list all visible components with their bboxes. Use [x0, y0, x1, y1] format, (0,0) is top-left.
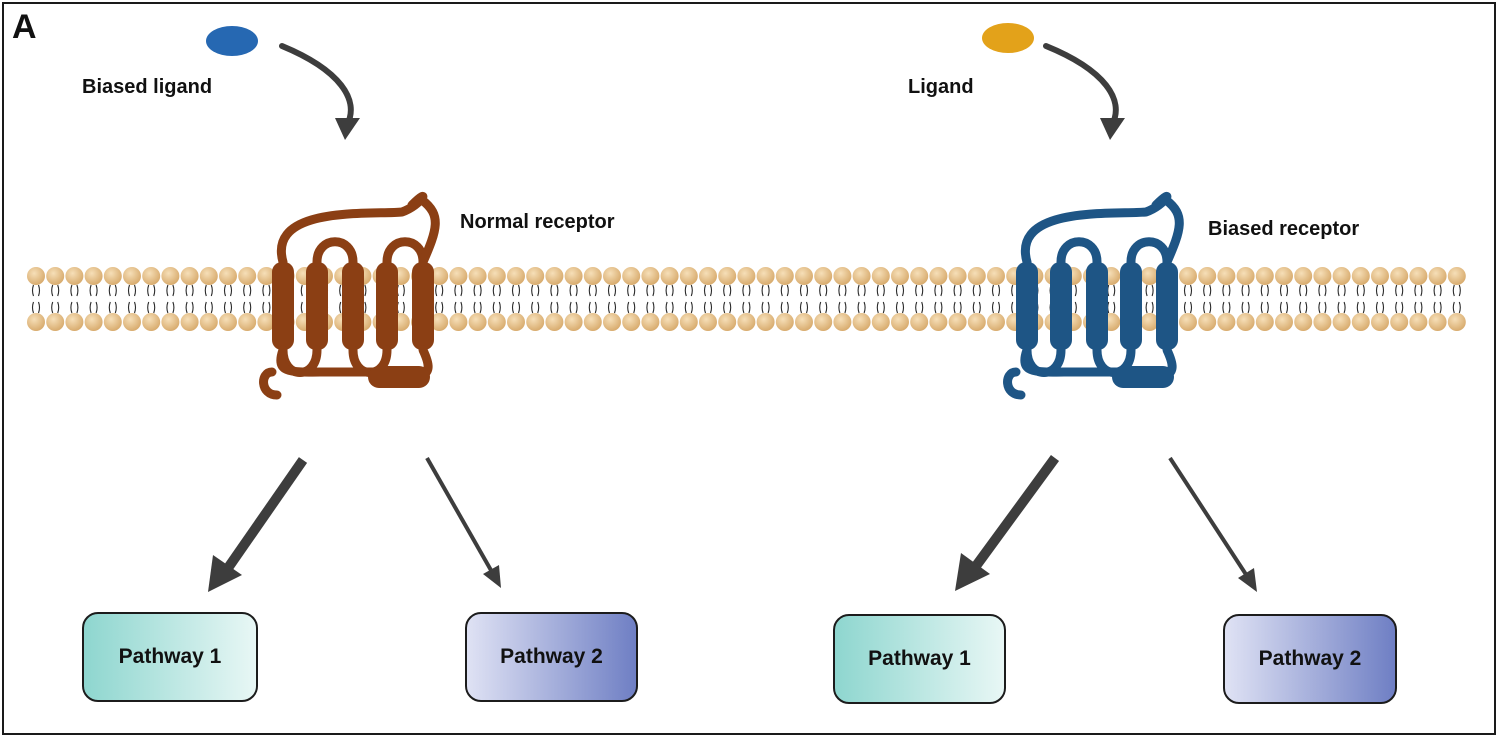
- left-pathway-1-label: Pathway 1: [118, 645, 222, 668]
- ligand-binding-arrow-right: [1043, 43, 1119, 128]
- ligand-binding-arrow-right-head: [1100, 118, 1125, 140]
- ligand-shape: [982, 23, 1034, 53]
- ligand-binding-arrow-left-head: [335, 118, 360, 140]
- biased-ligand-label: Biased ligand: [82, 76, 213, 98]
- signal-arrow-left-pathway1-head: [208, 555, 242, 592]
- normal-receptor-label: Normal receptor: [460, 211, 615, 233]
- left-pathway-2-box: Pathway 2: [465, 612, 638, 702]
- signal-arrow-right-pathway2: [1168, 456, 1249, 578]
- left-pathway-2-label: Pathway 2: [500, 645, 603, 668]
- left-pathway-1-box: Pathway 1: [82, 612, 258, 702]
- biased-ligand-shape: [206, 26, 258, 56]
- biased-receptor-label: Biased receptor: [1208, 218, 1360, 240]
- signal-arrow-left-pathway1: [223, 457, 308, 571]
- biased-receptor-shape: [1003, 191, 1184, 400]
- panel-letter: A: [12, 8, 37, 46]
- signal-arrow-left-pathway2-head: [483, 565, 501, 588]
- signal-arrow-right-pathway1: [971, 455, 1060, 569]
- lipid-bilayer: [27, 267, 1466, 331]
- signal-arrow-left-pathway2: [425, 457, 494, 573]
- right-pathway-1-box: Pathway 1: [833, 614, 1006, 704]
- right-pathway-1-label: Pathway 1: [868, 647, 971, 670]
- normal-receptor-shape: [259, 191, 440, 400]
- right-pathway-2-label: Pathway 2: [1258, 647, 1362, 670]
- signal-arrow-right-pathway2-head: [1238, 568, 1257, 592]
- ligand-binding-arrow-left: [279, 43, 354, 128]
- signal-arrow-right-pathway1-head: [955, 553, 990, 591]
- right-pathway-2-box: Pathway 2: [1223, 614, 1397, 704]
- ligand-label: Ligand: [908, 76, 974, 98]
